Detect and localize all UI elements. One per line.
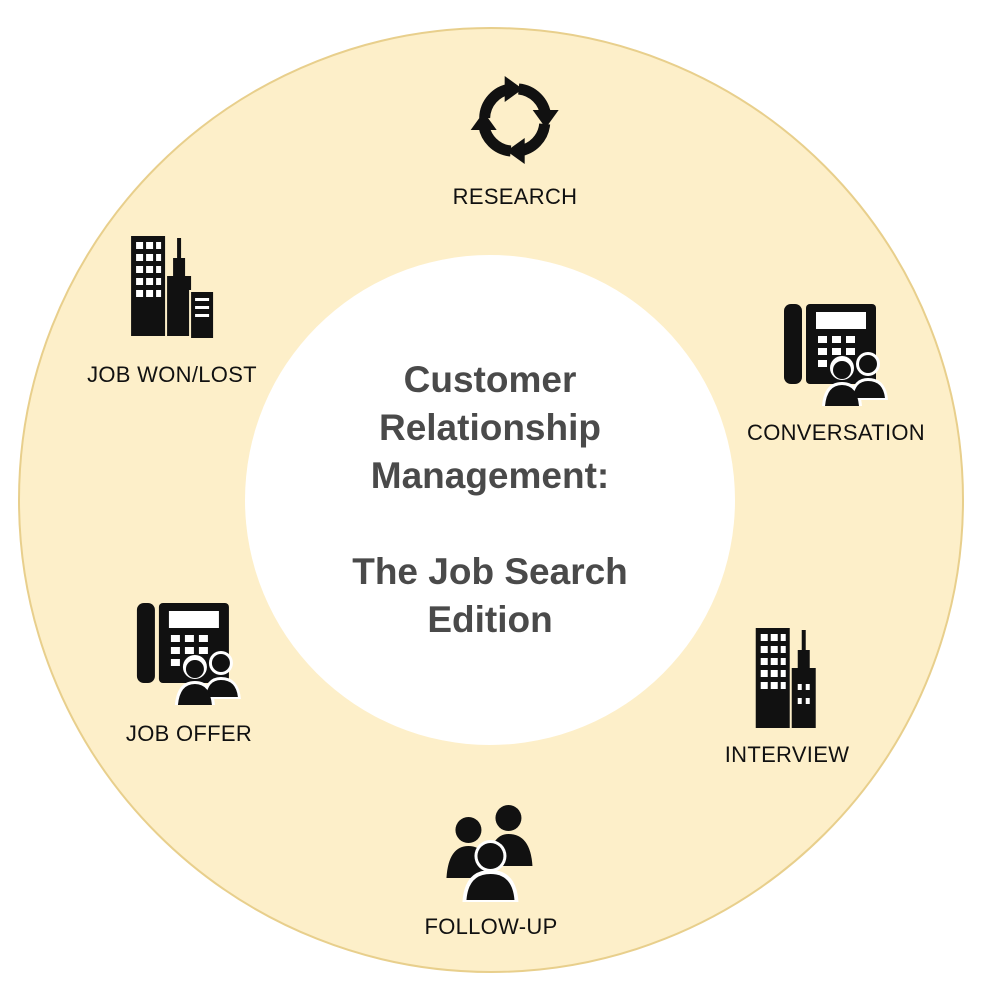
subtitle-line: The Job Search [352, 551, 628, 592]
office-phone-contacts-icon [780, 302, 892, 408]
office-phone-contacts-icon [133, 601, 245, 707]
cycle-arrows-icon [467, 72, 563, 168]
subtitle-line: Edition [427, 599, 553, 640]
stage-label: JOB WON/LOST [87, 362, 257, 387]
stage-research: RESEARCH [453, 72, 578, 210]
city-buildings-icon [754, 624, 820, 730]
stage-label: INTERVIEW [724, 742, 850, 767]
group-people-icon [444, 802, 538, 902]
buildings-server-icon [129, 234, 215, 346]
stage-label: FOLLOW-UP [424, 914, 558, 939]
stage-interview: INTERVIEW [725, 624, 850, 768]
title-line: Relationship [378, 407, 601, 448]
title-block: Customer Relationship Management: [371, 356, 609, 500]
diagram-title: Customer Relationship Management: The Jo… [245, 255, 735, 745]
center-hub [245, 255, 735, 745]
stage-job-won-lost: JOB WON/LOST [87, 234, 257, 388]
title-line: Customer [403, 359, 577, 400]
stage-follow-up: FOLLOW-UP [424, 802, 557, 940]
stage-job-offer: JOB OFFER [126, 601, 252, 747]
title-line: Management: [370, 455, 610, 496]
stage-label: RESEARCH [452, 184, 578, 209]
stage-conversation: CONVERSATION [747, 302, 925, 446]
stage-label: CONVERSATION [747, 420, 925, 445]
stage-label: JOB OFFER [125, 721, 253, 746]
subtitle-block: The Job Search Edition [352, 548, 628, 644]
